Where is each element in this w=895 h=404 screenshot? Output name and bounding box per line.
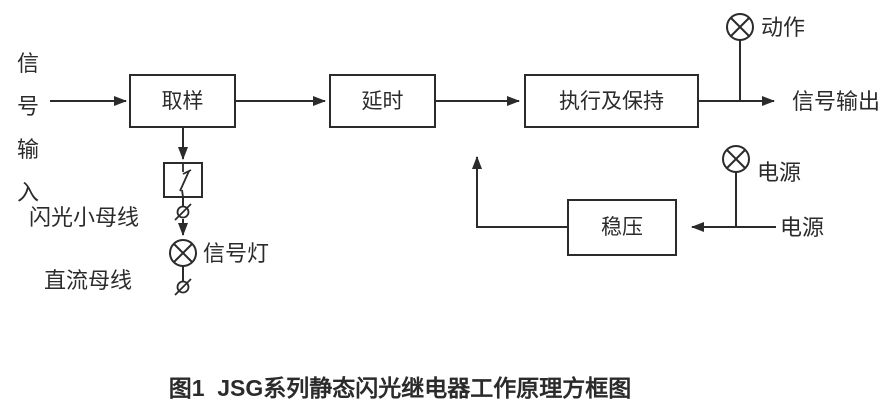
delay-block-box (329, 74, 436, 128)
regulator-feedback-arrow (472, 156, 568, 228)
signal-input-char: 输 (17, 137, 40, 162)
regulator-block-label: 稳压 (601, 216, 643, 239)
figure-caption: 图1 JSG系列静态闪光继电器工作原理方框图 (168, 375, 632, 401)
power-lamp-icon (722, 145, 750, 173)
dc-bus-label: 直流母线 (44, 268, 133, 293)
switch-contact-icon (179, 163, 192, 198)
delay-block-label: 延时 (361, 89, 404, 113)
execute-hold-block-label: 执行及保持 (559, 89, 664, 113)
signal-input-char: 入 (17, 180, 40, 205)
signal-input-label: 信 号 输 入 (17, 53, 39, 204)
execute-hold-block-box (524, 74, 699, 128)
signal-lamp-label: 信号灯 (203, 241, 270, 266)
dc-bus-terminal-icon (174, 278, 192, 296)
signal-input-char: 号 (17, 94, 40, 119)
flash-bus-label: 闪光小母线 (29, 205, 140, 230)
signal-output-label: 信号输出 (792, 89, 881, 114)
sampling-block-box (129, 74, 236, 128)
sampling-block-label: 取样 (161, 89, 204, 113)
action-lamp-label: 动作 (761, 15, 806, 40)
signal-input-char: 信 (17, 51, 40, 76)
signal-lamp-icon (169, 239, 197, 267)
action-lamp-icon (726, 13, 754, 41)
power-source-label: 电源 (780, 215, 825, 240)
flash-bus-terminal-icon (174, 203, 192, 221)
power-lamp-label: 电源 (757, 160, 802, 185)
